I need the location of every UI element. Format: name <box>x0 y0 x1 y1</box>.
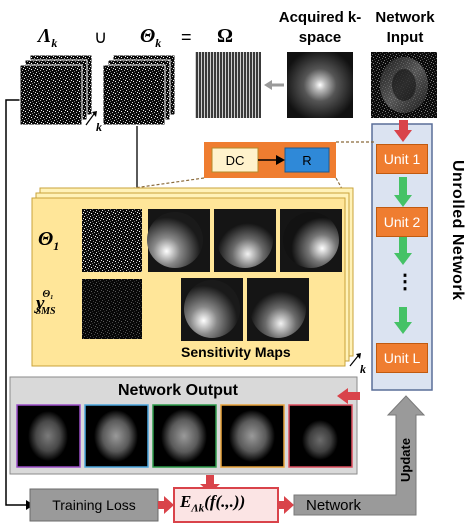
output-to-loss-arrow <box>206 475 214 485</box>
theta1-label: Θ1 <box>38 228 60 253</box>
dc-label: DC <box>225 153 245 168</box>
theta-mask-stack <box>102 54 176 126</box>
panel-k-arrow <box>349 355 359 367</box>
network-output-title: Network Output <box>118 382 238 399</box>
loss-to-e-arrow <box>164 496 174 514</box>
training-loss-box <box>29 488 159 522</box>
theta-symbol: Θk <box>140 25 162 50</box>
lambda-symbol: Λk <box>38 25 58 50</box>
acquired-kspace-label: Acquired k-space <box>278 9 362 46</box>
union-symbol: ∪ <box>94 27 108 47</box>
network-input-label: Network Input <box>375 9 435 46</box>
network-input-image <box>371 52 437 118</box>
equals-symbol: = <box>181 27 192 47</box>
sensitivity-map-images <box>147 209 342 341</box>
r-box <box>284 147 330 173</box>
omega-mask-image <box>195 52 261 118</box>
r-label: R <box>302 153 312 168</box>
update-label: Update <box>398 437 413 482</box>
loss-function-label: EΛk(f(.,.)) <box>180 492 246 515</box>
update-arrow <box>293 395 426 516</box>
sensitivity-maps-label: Sensitivity Maps <box>181 344 291 360</box>
unit-ellipsis: ⋮ <box>395 271 415 293</box>
lambda-mask-stack <box>19 54 93 126</box>
training-loss-label: Training Loss <box>52 497 136 513</box>
unit-1: Unit 1 <box>376 144 428 174</box>
left-connector-line <box>5 99 26 506</box>
y-sms-label: yΘ₁SMS <box>35 289 56 317</box>
kspace-arrowhead <box>264 80 272 90</box>
e-to-network-arrow <box>284 496 294 514</box>
lambda-k-label: k <box>96 120 102 134</box>
unrolled-network-label: Unrolled Network <box>449 160 466 301</box>
theta1-mask-image <box>82 209 142 272</box>
unrolled-to-output-arrow <box>346 392 360 400</box>
unit-2: Unit 2 <box>376 207 428 237</box>
input-to-unit-arrow <box>399 120 408 132</box>
kspace-image <box>287 52 353 118</box>
output-images <box>16 404 353 468</box>
dc-to-r-arrowhead <box>276 155 285 165</box>
omega-symbol: Ω <box>217 25 234 47</box>
unit-l: Unit L <box>376 343 428 373</box>
lambda-k-arrow <box>85 113 95 126</box>
panel-k-label: k <box>360 362 366 376</box>
network-label: Network <box>306 497 362 514</box>
unit-connector-arrows <box>394 177 412 334</box>
